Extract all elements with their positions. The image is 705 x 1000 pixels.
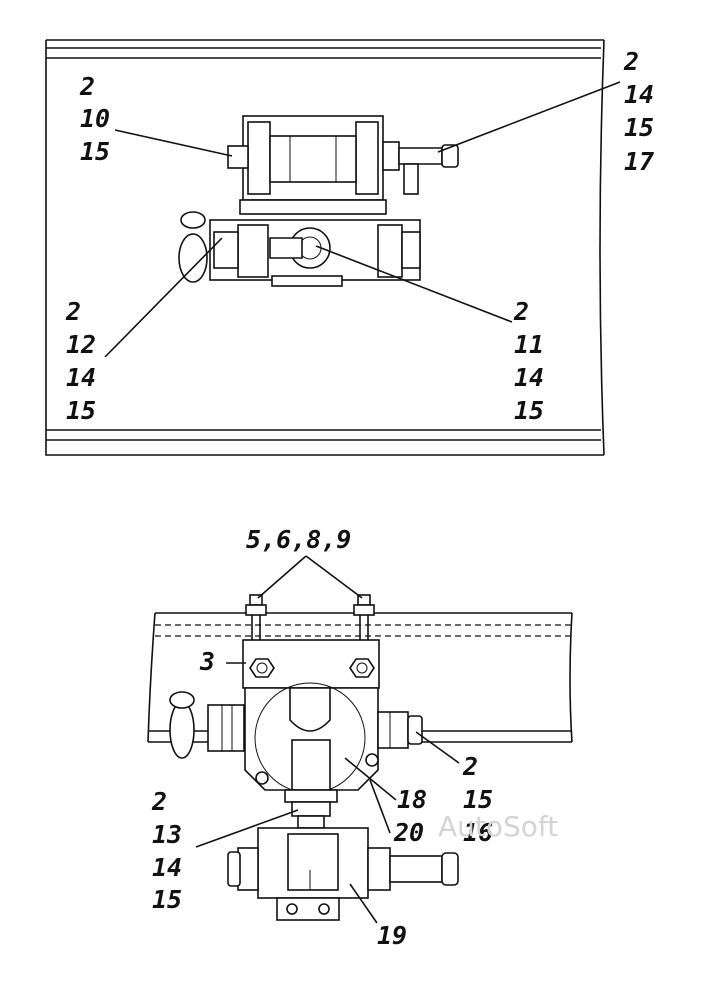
label-text: 15 xyxy=(624,113,654,142)
label-text: 16 xyxy=(463,818,493,847)
label-group-top-right: 2 14 15 17 xyxy=(623,47,654,176)
label-text: 15 xyxy=(463,785,493,814)
label-text: 2 xyxy=(513,297,529,326)
bottom-view xyxy=(147,594,573,921)
label-bottom-19: 19 xyxy=(377,921,407,950)
label-group-mid-left: 2 12 14 15 xyxy=(65,297,96,425)
label-group-bottom-left: 2 13 14 15 xyxy=(151,787,182,914)
label-text: 11 xyxy=(514,330,544,359)
label-text: 10 xyxy=(80,104,110,133)
label-text: 2 xyxy=(462,752,478,781)
label-group-top-left: 2 10 15 xyxy=(79,72,110,166)
label-text: 13 xyxy=(152,820,182,849)
label-text: 15 xyxy=(152,885,182,914)
label-text: 2 xyxy=(79,72,95,101)
label-text: 12 xyxy=(66,330,96,359)
label-text: 14 xyxy=(514,363,544,392)
label-text: 2 xyxy=(151,787,167,816)
top-view xyxy=(45,39,605,456)
label-bottom-20: 20 xyxy=(393,818,424,847)
label-text: 15 xyxy=(66,396,96,425)
label-text: 15 xyxy=(80,137,110,166)
label-text: 2 xyxy=(623,47,639,76)
label-text: 14 xyxy=(66,363,96,392)
label-text: 2 xyxy=(65,297,81,326)
label-bottom-bolts: 5,6,8,9 xyxy=(246,525,351,554)
label-text: 14 xyxy=(152,853,182,882)
label-text: 15 xyxy=(514,396,544,425)
label-text: 14 xyxy=(624,80,654,109)
label-group-mid-right: 2 11 14 15 xyxy=(513,297,544,425)
watermark-text: AutoSoft xyxy=(438,810,558,843)
label-text: 17 xyxy=(624,147,654,176)
label-bottom-3: 3 xyxy=(199,647,215,676)
label-group-bottom-right: 2 15 16 xyxy=(462,752,493,847)
label-bottom-18: 18 xyxy=(397,785,427,814)
